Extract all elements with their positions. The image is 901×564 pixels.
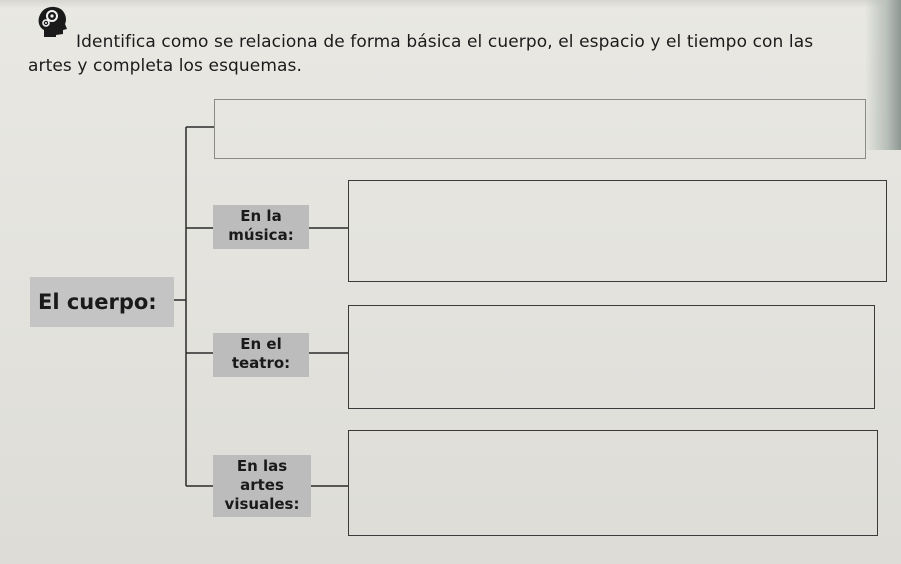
answer-box-artes-visuales[interactable]: [348, 430, 878, 536]
root-label-el-cuerpo: El cuerpo:: [30, 277, 174, 327]
head-gears-icon: [38, 6, 67, 37]
answer-box-musica[interactable]: [348, 180, 887, 282]
branch-label-artes-visuales: En las artes visuales:: [213, 455, 311, 517]
page-top-shadow: [0, 0, 901, 8]
branch-label-musica: En la música:: [213, 205, 309, 249]
instruction-text: Identifica como se relaciona de forma bá…: [28, 32, 814, 76]
answer-box-top[interactable]: [214, 99, 866, 159]
page-right-edge: [865, 0, 901, 150]
answer-box-teatro[interactable]: [348, 305, 875, 409]
branch-label-teatro: En el teatro:: [213, 333, 309, 377]
